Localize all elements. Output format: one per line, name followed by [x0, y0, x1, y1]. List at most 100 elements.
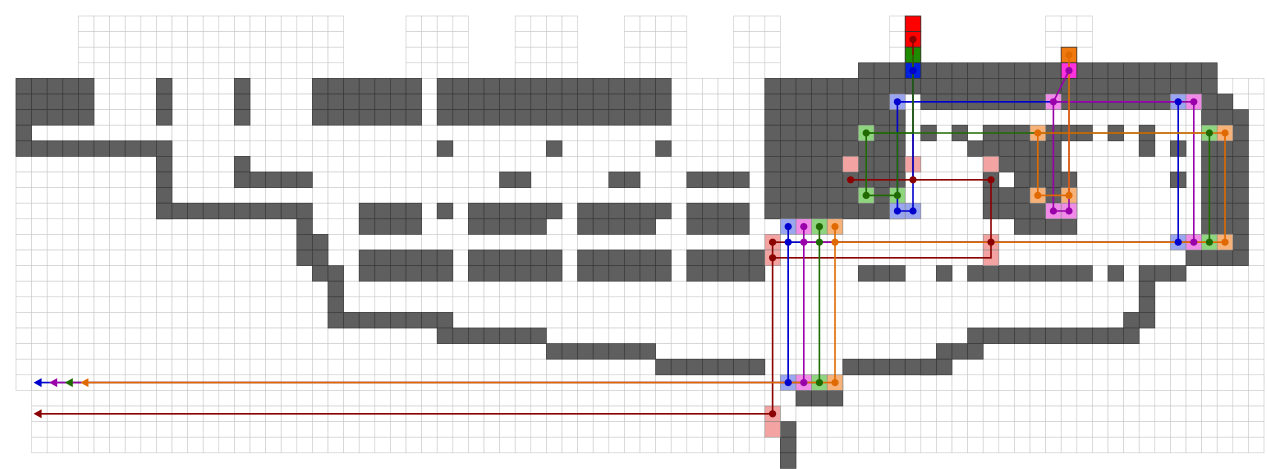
grid-cell	[421, 140, 438, 157]
grid-cell	[1014, 390, 1031, 407]
grid-cell	[592, 390, 610, 407]
wall-cell	[811, 124, 828, 142]
grid-cell	[873, 390, 890, 407]
grid-cell	[390, 421, 407, 438]
grid-cell	[670, 31, 688, 48]
grid-cell	[858, 218, 875, 235]
grid-cell	[405, 62, 422, 79]
grid-cell	[218, 234, 235, 251]
grid-cell	[421, 78, 438, 95]
grid-cell	[842, 296, 859, 313]
grid-cell	[1138, 171, 1156, 188]
grid-cell	[733, 109, 750, 126]
grid-cell	[62, 390, 79, 407]
grid-cell	[343, 234, 360, 251]
grid-cell	[1154, 280, 1171, 298]
grid-cell	[358, 140, 376, 157]
wall-cell	[187, 202, 204, 220]
grid-cell	[1154, 140, 1171, 157]
grid-cell	[374, 140, 391, 157]
grid-cell	[655, 171, 672, 188]
grid-cell	[171, 327, 188, 344]
grid-cell	[686, 93, 703, 110]
grid-cell	[483, 421, 500, 438]
grid-cell	[748, 31, 766, 48]
grid-cell	[936, 436, 953, 454]
wall-cell	[1170, 265, 1187, 282]
wall-cell	[858, 358, 875, 376]
grid-cell	[514, 156, 532, 173]
wall-cell	[639, 202, 656, 220]
wall-cell	[748, 249, 766, 266]
route-node	[769, 410, 777, 418]
wall-cell	[889, 265, 906, 282]
grid-cell	[670, 62, 688, 79]
grid-cell	[748, 156, 766, 173]
grid-cell	[1076, 343, 1093, 360]
grid-cell	[982, 109, 1000, 126]
wall-cell	[998, 78, 1015, 95]
wall-cell	[312, 109, 329, 126]
grid-cell	[280, 421, 298, 438]
grid-cell	[1029, 343, 1046, 360]
grid-cell	[62, 343, 79, 360]
grid-cell	[124, 202, 142, 220]
grid-cell	[998, 374, 1015, 391]
grid-cell	[1123, 109, 1140, 126]
grid-cell	[265, 15, 282, 32]
grid-cell	[436, 390, 454, 407]
grid-cell	[31, 280, 48, 298]
grid-cell	[109, 390, 126, 407]
route-node	[800, 238, 808, 246]
grid-cell	[405, 280, 422, 298]
route-node	[815, 223, 824, 231]
grid-cell	[624, 280, 641, 298]
dark-red-arrow	[33, 409, 42, 419]
grid-cell	[218, 62, 235, 79]
wall-cell	[546, 343, 563, 360]
grid-cell	[78, 218, 95, 235]
wall-cell	[327, 296, 344, 313]
grid-cell	[780, 405, 797, 422]
grid-cell	[655, 436, 672, 454]
grid-cell	[78, 31, 95, 48]
grid-cell	[452, 436, 469, 454]
grid-cell	[140, 31, 157, 48]
wall-cell	[1232, 124, 1249, 142]
grid-cell	[156, 218, 173, 235]
grid-cell	[296, 78, 313, 95]
grid-cell	[109, 156, 126, 173]
wall-cell	[655, 202, 672, 220]
wall-cell	[1201, 62, 1218, 79]
wall-cell	[1154, 265, 1171, 282]
grid-cell	[670, 171, 688, 188]
wall-cell	[873, 62, 890, 79]
grid-cell	[327, 327, 344, 344]
wall-cell	[811, 109, 828, 126]
grid-cell	[1201, 343, 1218, 360]
grid-cell	[936, 312, 953, 329]
grid-cell	[452, 62, 469, 79]
grid-cell	[1092, 312, 1109, 329]
wall-cell	[312, 265, 329, 282]
grid-cell	[1248, 171, 1265, 188]
grid-cell	[1092, 358, 1109, 376]
grid-cell	[733, 312, 750, 329]
wall-cell	[639, 78, 656, 95]
grid-cell	[1045, 358, 1062, 376]
grid-cell	[202, 31, 220, 48]
route-node	[909, 35, 917, 44]
wall-cell	[561, 78, 578, 95]
wall-cell	[234, 202, 251, 220]
wall-cell	[811, 202, 828, 220]
grid-cell	[483, 156, 500, 173]
wall-cell	[468, 78, 485, 95]
grid-cell	[265, 280, 282, 298]
grid-cell	[218, 156, 235, 173]
grid-cell	[1201, 265, 1218, 282]
wall-cell	[499, 93, 516, 110]
grid-cell	[1014, 249, 1031, 266]
grid-cell	[218, 280, 235, 298]
grid-cell	[873, 343, 890, 360]
grid-cell	[967, 374, 984, 391]
